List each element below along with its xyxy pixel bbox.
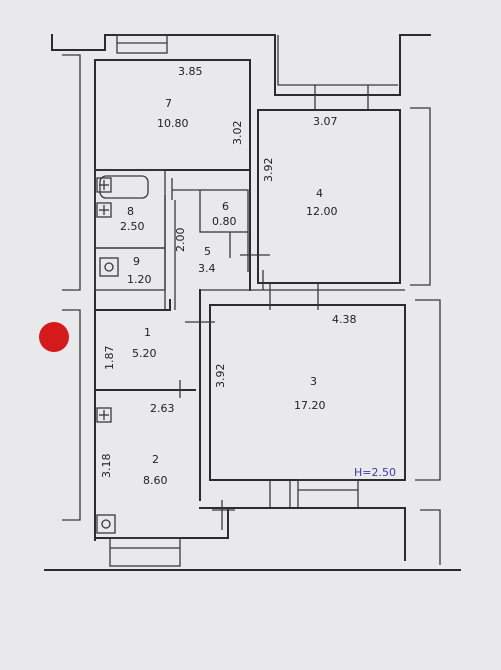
dim-label: 3.85 xyxy=(178,65,203,78)
room-number: 5 xyxy=(204,245,211,258)
room-number: 9 xyxy=(133,255,140,268)
room-area: 8.60 xyxy=(143,474,168,487)
dim-label: 3.07 xyxy=(313,115,338,128)
room-number: 4 xyxy=(316,187,323,200)
room-area: 17.20 xyxy=(294,399,326,412)
room-area: 1.20 xyxy=(127,273,152,286)
room-labels: 1 5.20 2 8.60 3 17.20 4 12.00 5 3.4 6 0.… xyxy=(120,97,338,487)
room-number: 3 xyxy=(310,375,317,388)
room-area: 5.20 xyxy=(132,347,157,360)
walls xyxy=(44,34,461,571)
dim-label: 3.92 xyxy=(262,158,275,183)
room-number: 8 xyxy=(127,205,134,218)
room-area: 12.00 xyxy=(306,205,338,218)
room-area: 0.80 xyxy=(212,215,237,228)
dim-label: 4.38 xyxy=(332,313,357,326)
dim-label: 1.87 xyxy=(103,346,116,371)
dim-label: 3.92 xyxy=(214,364,227,389)
room-area: 3.4 xyxy=(198,262,216,275)
room-area: 2.50 xyxy=(120,220,145,233)
dimension-labels: 3.85 3.02 3.92 3.07 2.00 4.38 3.92 1.87 … xyxy=(100,65,357,478)
room-number: 1 xyxy=(144,326,151,339)
dim-label: 2.63 xyxy=(150,402,175,415)
room-number: 2 xyxy=(152,453,159,466)
dim-label: 3.18 xyxy=(100,454,113,479)
red-marker-dot xyxy=(39,322,69,352)
room-number: 6 xyxy=(222,200,229,213)
dim-label: 3.02 xyxy=(231,121,244,146)
dim-label: 2.00 xyxy=(174,228,187,253)
room-area: 10.80 xyxy=(157,117,189,130)
room-number: 7 xyxy=(165,97,172,110)
ceiling-height-label: H=2.50 xyxy=(354,466,396,479)
